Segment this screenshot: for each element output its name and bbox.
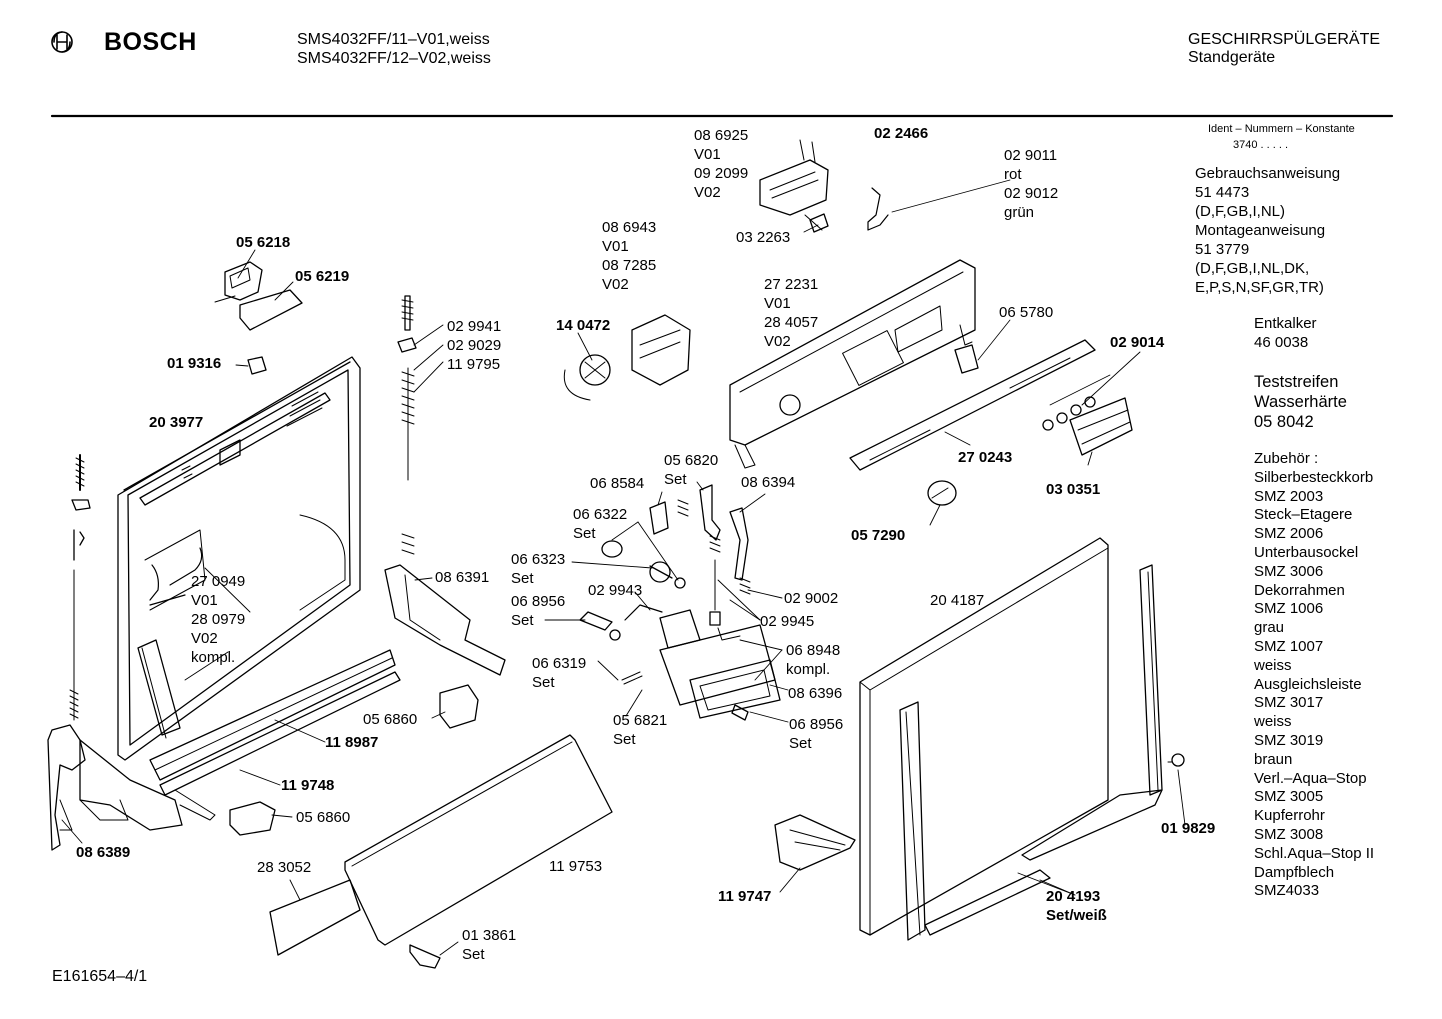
- part-label-065780: 06 5780: [999, 304, 1054, 321]
- screw-part: [1167, 753, 1185, 767]
- part-label-029945: 02 9945: [760, 613, 815, 630]
- spring-wire: [624, 604, 663, 621]
- part-label-086391: 08 6391: [435, 569, 490, 586]
- clip-part: [247, 356, 267, 375]
- panel-button: [954, 319, 1011, 374]
- leader-lines: [61, 224, 1186, 956]
- part-label-013861: 01 3861 Set: [462, 927, 517, 963]
- top-bracket: [214, 261, 303, 331]
- part-label-022466: 02 2466: [874, 125, 929, 142]
- part-label-032263: 03 2263: [736, 229, 791, 246]
- part-label-068956b: 06 8956 Set: [789, 716, 844, 752]
- side-trim-strips: [899, 564, 1163, 941]
- bosch-logo-icon: [51, 31, 73, 53]
- part-label-029002: 02 9002: [784, 590, 839, 607]
- part-label-068948: 06 8948 kompl.: [786, 642, 841, 678]
- door-seal-strip: [137, 639, 181, 739]
- part-label-066319: 06 6319 Set: [532, 655, 587, 691]
- part-label-140472: 14 0472: [556, 317, 611, 334]
- part-label-203977: 20 3977: [149, 414, 204, 431]
- part-label-086394: 08 6394: [741, 474, 796, 491]
- bottom-trim-strips: [149, 649, 401, 821]
- part-label-270949: 27 0949 V01 28 0979 V02 kompl.: [191, 573, 246, 666]
- part-label-029943: 02 9943: [588, 582, 643, 599]
- part-label-204193: 20 4193 Set/weiß: [1046, 888, 1107, 924]
- part-label-056821: 05 6821 Set: [613, 712, 668, 748]
- part-label-056218: 05 6218: [236, 234, 291, 251]
- category-title: GESCHIRRSPÜLGERÄTE: [1188, 31, 1381, 48]
- category-subtitle: Standgeräte: [1188, 49, 1276, 66]
- part-label-019316: 01 9316: [167, 355, 222, 372]
- kick-plate: [269, 734, 613, 969]
- part-label-270243: 27 0243: [958, 449, 1013, 466]
- descaler-info: Entkalker 46 0038: [1254, 315, 1317, 351]
- part-label-056860b: 05 6860: [296, 809, 351, 826]
- test-strips-info: Teststreifen Wasserhärte 05 8042: [1254, 373, 1347, 431]
- brand-name: BOSCH: [104, 28, 197, 56]
- part-label-056820: 05 6820 Set: [664, 452, 719, 488]
- part-label-086396: 08 6396: [788, 685, 843, 702]
- ident-title: Ident – Nummern – Konstante: [1208, 123, 1355, 135]
- part-label-068584: 06 8584: [590, 475, 645, 492]
- part-label-057290: 05 7290: [851, 527, 906, 544]
- part-label-056219: 05 6219: [295, 268, 350, 285]
- inner-door-panel: [117, 356, 361, 761]
- part-label-119747: 11 9747: [718, 888, 772, 905]
- part-label-056860a: 05 6860: [363, 711, 418, 728]
- dispenser-springs: [621, 499, 751, 685]
- part-label-086925: 08 6925 V01 09 2099 V02: [694, 127, 749, 201]
- part-label-119753: 11 9753: [549, 858, 603, 875]
- rinse-aid-caps: [601, 540, 686, 589]
- part-label-066323: 06 6323 Set: [511, 551, 566, 587]
- part-label-204187: 20 4187: [930, 592, 985, 609]
- timer-unit: [563, 314, 691, 401]
- dispenser-levers: [649, 484, 749, 626]
- part-label-118987: 11 8987: [325, 734, 379, 751]
- part-label-272231: 27 2231 V01 28 4057 V02: [764, 276, 819, 350]
- control-panel-housing: [729, 259, 976, 469]
- mounting-bracket: [774, 814, 856, 871]
- switch-block: [759, 139, 829, 233]
- part-label-283052: 28 3052: [257, 859, 312, 876]
- rotary-knob: [927, 480, 957, 506]
- part-label-030351: 03 0351: [1046, 481, 1101, 498]
- part-label-019829: 01 9829: [1161, 820, 1216, 837]
- wire-harness: [149, 547, 203, 606]
- foot-pads: [229, 684, 479, 836]
- footer-code: E161654–4/1: [52, 968, 148, 985]
- left-hinge-assembly: [47, 454, 183, 851]
- part-label-029014: 02 9014: [1110, 334, 1165, 351]
- manuals-info: Gebrauchsanweisung 51 4473 (D,F,GB,I,NL)…: [1195, 165, 1341, 296]
- part-label-066322: 06 6322 Set: [573, 506, 628, 542]
- part-label-068956a: 06 8956 Set: [511, 593, 566, 629]
- dispenser-assembly: [659, 609, 781, 719]
- part-label-029011: 02 9011 rot 02 9012 grün: [1004, 147, 1059, 221]
- spring-block-bulbs: [1042, 374, 1133, 456]
- part-label-119748: 11 9748: [281, 777, 335, 794]
- model-line-1: SMS4032FF/11–V01,weiss: [297, 31, 490, 48]
- part-label-029941: 02 9941 02 9029 11 9795: [447, 318, 502, 373]
- thermostat-part: [867, 179, 1011, 231]
- part-label-086943: 08 6943 V01 08 7285 V02: [602, 219, 657, 293]
- part-label-086389: 08 6389: [76, 844, 131, 861]
- accessories-list: Zubehör : Silberbesteckkorb SMZ 2003 Ste…: [1254, 450, 1375, 900]
- ident-value: 3740 . . . . .: [1233, 139, 1289, 151]
- model-line-2: SMS4032FF/12–V02,weiss: [297, 50, 491, 67]
- outer-door-frame: [859, 537, 1109, 936]
- right-hinge-assembly: [384, 295, 506, 676]
- fascia-strip: [849, 339, 1096, 471]
- small-pins: [579, 611, 749, 721]
